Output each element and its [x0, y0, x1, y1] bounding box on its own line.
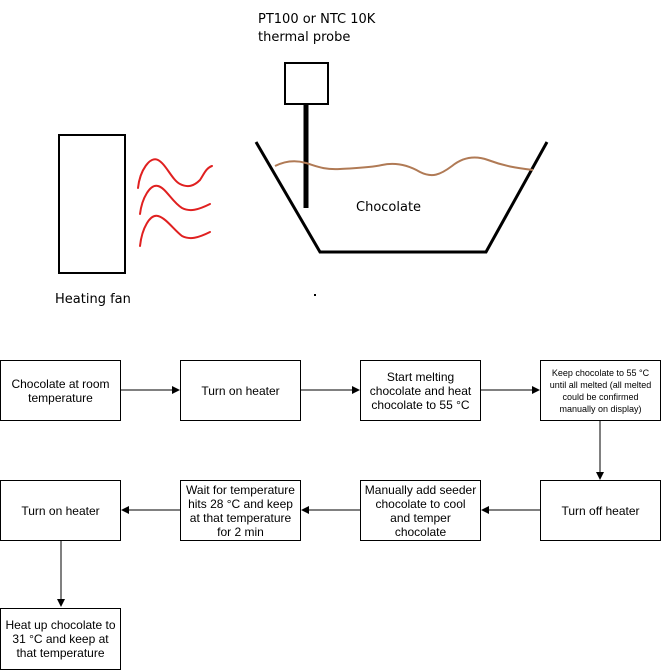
heat-wave-2 — [139, 184, 211, 215]
step-start-melting: Start melting chocolate and heat chocola… — [360, 360, 481, 421]
chocolate-pot — [254, 141, 549, 254]
step-room-temperature: Chocolate at room temperature — [0, 360, 121, 421]
heating-fan-body — [58, 134, 126, 274]
chocolate-surface — [274, 156, 534, 177]
stray-mark — [314, 294, 316, 296]
heat-wave-3 — [139, 214, 211, 247]
step-add-seeder: Manually add seeder chocolate to cool an… — [360, 480, 481, 541]
step-keep-at-55: Keep chocolate to 55 °C until all melted… — [540, 360, 661, 421]
heat-waves — [137, 158, 213, 247]
flow-connectors — [57, 386, 604, 607]
heating-fan-label: Heating fan — [55, 292, 131, 307]
chocolate-label: Chocolate — [356, 200, 422, 215]
heat-wave-1 — [137, 158, 213, 189]
probe-label-line1: PT100 or NTC 10K — [258, 12, 376, 27]
probe-head — [284, 62, 329, 105]
step-turn-on-heater: Turn on heater — [180, 360, 301, 421]
step-turn-off-heater: Turn off heater — [540, 480, 661, 541]
step-wait-28: Wait for temperature hits 28 °C and keep… — [180, 480, 301, 541]
probe-label-line2: thermal probe — [258, 30, 351, 45]
step-turn-on-heater-again: Turn on heater — [0, 480, 121, 541]
step-heat-to-31: Heat up chocolate to 31 °C and keep at t… — [0, 608, 121, 670]
